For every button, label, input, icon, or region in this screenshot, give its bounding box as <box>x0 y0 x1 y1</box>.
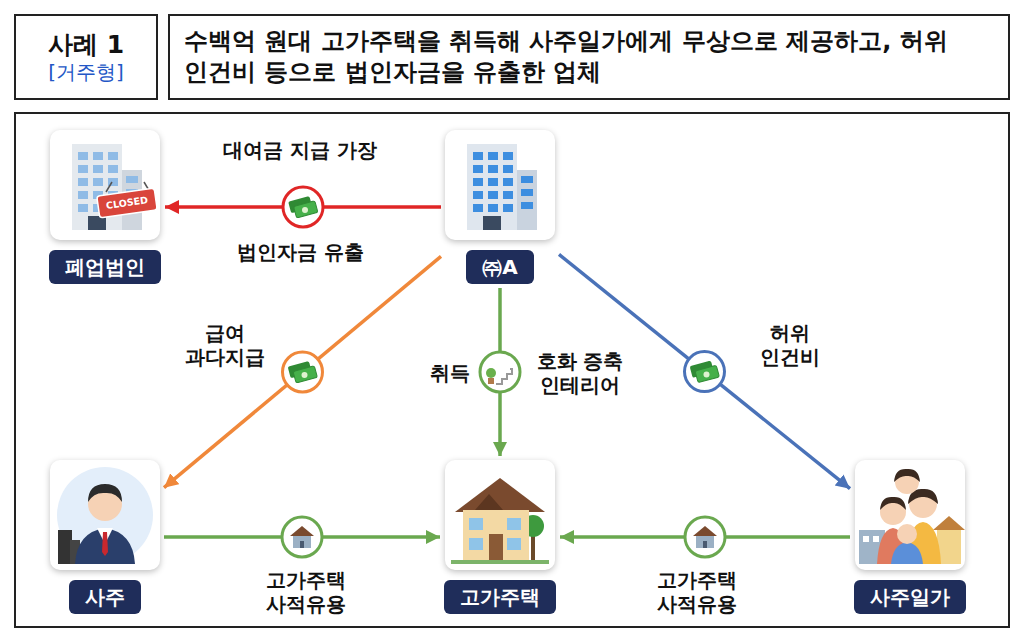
case-type: [거주형] <box>48 60 124 85</box>
entity-node: ㈜A <box>445 130 555 284</box>
mini-door <box>300 541 304 548</box>
mini-stairs <box>496 369 512 384</box>
family-icon <box>855 460 965 570</box>
icon-card <box>445 460 555 570</box>
badge-circle <box>685 517 725 557</box>
icon-card <box>855 460 965 570</box>
case-box: 사례 1[거주형] <box>14 14 158 100</box>
banknote-mark <box>704 372 710 378</box>
banknote-mark <box>302 207 308 213</box>
entity-node: 고가주택 <box>444 460 556 614</box>
banknote <box>695 365 719 382</box>
connector-arrow <box>164 256 441 487</box>
icon-card: CLOSED <box>50 130 160 240</box>
stair-badge <box>480 352 520 392</box>
mini-plant <box>486 368 496 378</box>
entity-node: CLOSED 폐업법인 <box>49 130 161 284</box>
edge-label: 대여금 지급 가장 <box>221 138 379 162</box>
money-badge <box>685 352 725 392</box>
title-text: 수백억 원대 고가주택을 취득해 사주일가에게 무상으로 제공하고, 허위 인건… <box>170 26 1008 88</box>
badge-circle <box>685 352 725 392</box>
edge-label: 고가주택 사적유용 <box>254 568 358 616</box>
badge-circle <box>480 352 520 392</box>
banknote <box>294 201 318 218</box>
edge-label: 급여 과다지급 <box>173 321 277 369</box>
mini-door <box>703 541 707 548</box>
house-badge <box>282 517 322 557</box>
node-label-pill: 고가주택 <box>444 580 556 614</box>
node-label-pill: 사주일가 <box>854 580 966 614</box>
node-label-pill: ㈜A <box>466 250 533 284</box>
entity-node: 사주 <box>50 460 160 614</box>
money-badge <box>283 352 323 392</box>
mini-wall <box>293 536 311 548</box>
mini-wall <box>696 536 714 548</box>
edge-note-label: 법인자금 유출 <box>235 240 366 264</box>
edge-label: 고가주택 사적유용 <box>645 568 749 616</box>
badge-circle <box>283 187 323 227</box>
node-label-pill: 폐업법인 <box>49 250 161 284</box>
icon-card <box>445 130 555 240</box>
person-icon <box>50 460 160 570</box>
edge-label: 호화 증축 인테리어 <box>528 349 632 397</box>
entity-node: 사주일가 <box>854 460 966 614</box>
money-badge <box>283 187 323 227</box>
mini-roof <box>290 526 314 536</box>
edge-note-label: 취득 <box>428 361 472 385</box>
house-icon <box>445 460 555 570</box>
house-badge <box>685 517 725 557</box>
node-label-pill: 사주 <box>69 580 141 614</box>
banknote <box>293 366 317 383</box>
badge-circle <box>282 517 322 557</box>
case-number: 사례 1 <box>48 29 124 60</box>
closed-icon <box>50 130 160 240</box>
corp-icon <box>445 130 555 240</box>
mini-roof <box>693 526 717 536</box>
icon-card <box>50 460 160 570</box>
mini-pot <box>488 378 494 384</box>
title-box: 수백억 원대 고가주택을 취득해 사주일가에게 무상으로 제공하고, 허위 인건… <box>168 14 1010 100</box>
badge-circle <box>283 352 323 392</box>
edge-label: 허위 인건비 <box>743 321 837 369</box>
banknote-mark <box>302 372 308 378</box>
